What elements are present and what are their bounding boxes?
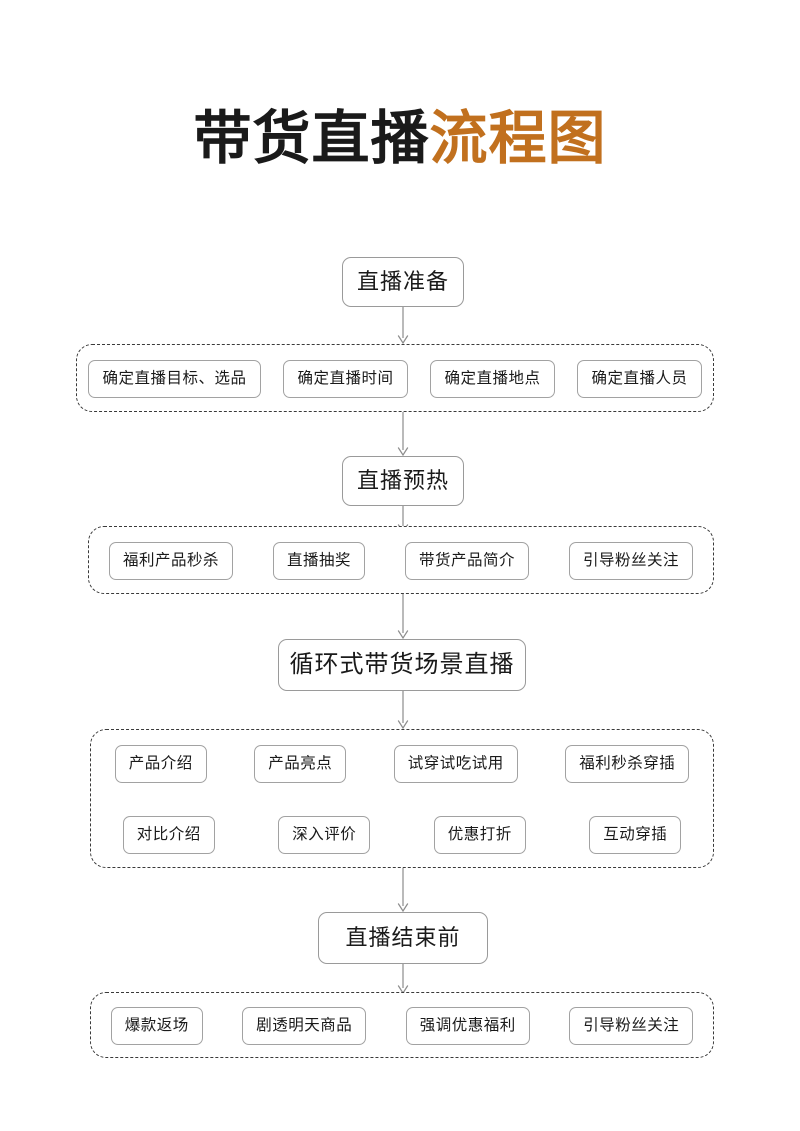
group-looping-group: 产品介绍 产品亮点 试穿试吃试用 福利秒杀穿插 对比介绍 深入评价 优惠打折 bbox=[90, 729, 714, 868]
item-box[interactable]: 带货产品简介 bbox=[404, 542, 529, 580]
item-label: 引导粉丝关注 bbox=[582, 552, 679, 570]
group-looping-group-row-2: 对比介绍 深入评价 优惠打折 互动穿插 bbox=[91, 816, 713, 854]
stage-node-prep-label: 直播准备 bbox=[356, 269, 449, 294]
group-ending-group: 爆款返场 剧透明天商品 强调优惠福利 引导粉丝关注 bbox=[90, 992, 714, 1058]
page-title-accent: 流程图 bbox=[429, 106, 607, 171]
connector-looping-to-looping-group bbox=[396, 691, 410, 730]
item-box[interactable]: 确定直播地点 bbox=[430, 360, 555, 398]
item-label: 确定直播目标、选品 bbox=[102, 370, 247, 388]
item-label: 福利产品秒杀 bbox=[122, 552, 219, 570]
item-box[interactable]: 优惠打折 bbox=[433, 816, 526, 854]
item-box[interactable]: 剧透明天商品 bbox=[242, 1007, 367, 1045]
group-prep-group-row-1: 确定直播目标、选品 确定直播时间 确定直播地点 确定直播人员 bbox=[77, 360, 713, 398]
stage-node-warmup[interactable]: 直播预热 bbox=[342, 456, 464, 506]
item-label: 剧透明天商品 bbox=[256, 1017, 353, 1035]
item-label: 强调优惠福利 bbox=[419, 1017, 516, 1035]
stage-node-prep[interactable]: 直播准备 bbox=[342, 257, 464, 307]
item-box[interactable]: 产品介绍 bbox=[114, 745, 207, 783]
page-title-primary: 带货直播 bbox=[193, 106, 430, 171]
stage-node-warmup-label: 直播预热 bbox=[356, 468, 449, 493]
stage-node-looping-label: 循环式带货场景直播 bbox=[289, 652, 515, 678]
item-box[interactable]: 确定直播目标、选品 bbox=[88, 360, 261, 398]
item-box[interactable]: 对比介绍 bbox=[122, 816, 215, 854]
item-box[interactable]: 确定直播人员 bbox=[577, 360, 702, 398]
item-box[interactable]: 互动穿插 bbox=[589, 816, 682, 854]
stage-node-ending[interactable]: 直播结束前 bbox=[318, 912, 488, 964]
item-label: 福利秒杀穿插 bbox=[579, 755, 676, 773]
item-box[interactable]: 产品亮点 bbox=[254, 745, 347, 783]
item-label: 爆款返场 bbox=[124, 1017, 189, 1035]
item-label: 试穿试吃试用 bbox=[407, 755, 504, 773]
item-label: 产品亮点 bbox=[268, 755, 333, 773]
item-box[interactable]: 引导粉丝关注 bbox=[568, 542, 693, 580]
stage-node-ending-label: 直播结束前 bbox=[345, 925, 461, 950]
item-box[interactable]: 确定直播时间 bbox=[283, 360, 408, 398]
item-box[interactable]: 爆款返场 bbox=[110, 1007, 203, 1045]
connector-looping-group-to-ending bbox=[396, 868, 410, 913]
item-label: 直播抽奖 bbox=[286, 552, 351, 570]
item-box[interactable]: 福利秒杀穿插 bbox=[565, 745, 690, 783]
connector-prep-to-prep-group bbox=[396, 307, 410, 345]
page-title: 带货直播流程图 bbox=[0, 104, 800, 174]
connector-ending-to-ending-group bbox=[396, 964, 410, 995]
item-box[interactable]: 试穿试吃试用 bbox=[393, 745, 518, 783]
stage-node-looping[interactable]: 循环式带货场景直播 bbox=[278, 639, 526, 691]
item-box[interactable]: 直播抽奖 bbox=[272, 542, 365, 580]
item-label: 互动穿插 bbox=[603, 826, 668, 844]
item-box[interactable]: 深入评价 bbox=[278, 816, 371, 854]
item-box[interactable]: 引导粉丝关注 bbox=[569, 1007, 694, 1045]
item-label: 对比介绍 bbox=[136, 826, 201, 844]
item-label: 确定直播地点 bbox=[444, 370, 541, 388]
item-label: 带货产品简介 bbox=[418, 552, 515, 570]
item-label: 优惠打折 bbox=[447, 826, 512, 844]
connector-warmup-group-to-looping bbox=[396, 594, 410, 640]
group-warmup-group-row-1: 福利产品秒杀 直播抽奖 带货产品简介 引导粉丝关注 bbox=[89, 542, 713, 580]
connector-prep-group-to-warmup bbox=[396, 412, 410, 457]
item-label: 引导粉丝关注 bbox=[583, 1017, 680, 1035]
item-label: 确定直播人员 bbox=[591, 370, 688, 388]
item-label: 确定直播时间 bbox=[297, 370, 394, 388]
group-looping-group-row-1: 产品介绍 产品亮点 试穿试吃试用 福利秒杀穿插 bbox=[91, 745, 713, 783]
group-warmup-group: 福利产品秒杀 直播抽奖 带货产品简介 引导粉丝关注 bbox=[88, 526, 714, 594]
item-label: 深入评价 bbox=[292, 826, 357, 844]
item-box[interactable]: 强调优惠福利 bbox=[405, 1007, 530, 1045]
item-box[interactable]: 福利产品秒杀 bbox=[108, 542, 233, 580]
group-ending-group-row-1: 爆款返场 剧透明天商品 强调优惠福利 引导粉丝关注 bbox=[91, 1007, 713, 1045]
group-prep-group: 确定直播目标、选品 确定直播时间 确定直播地点 确定直播人员 bbox=[76, 344, 714, 412]
item-label: 产品介绍 bbox=[128, 755, 193, 773]
